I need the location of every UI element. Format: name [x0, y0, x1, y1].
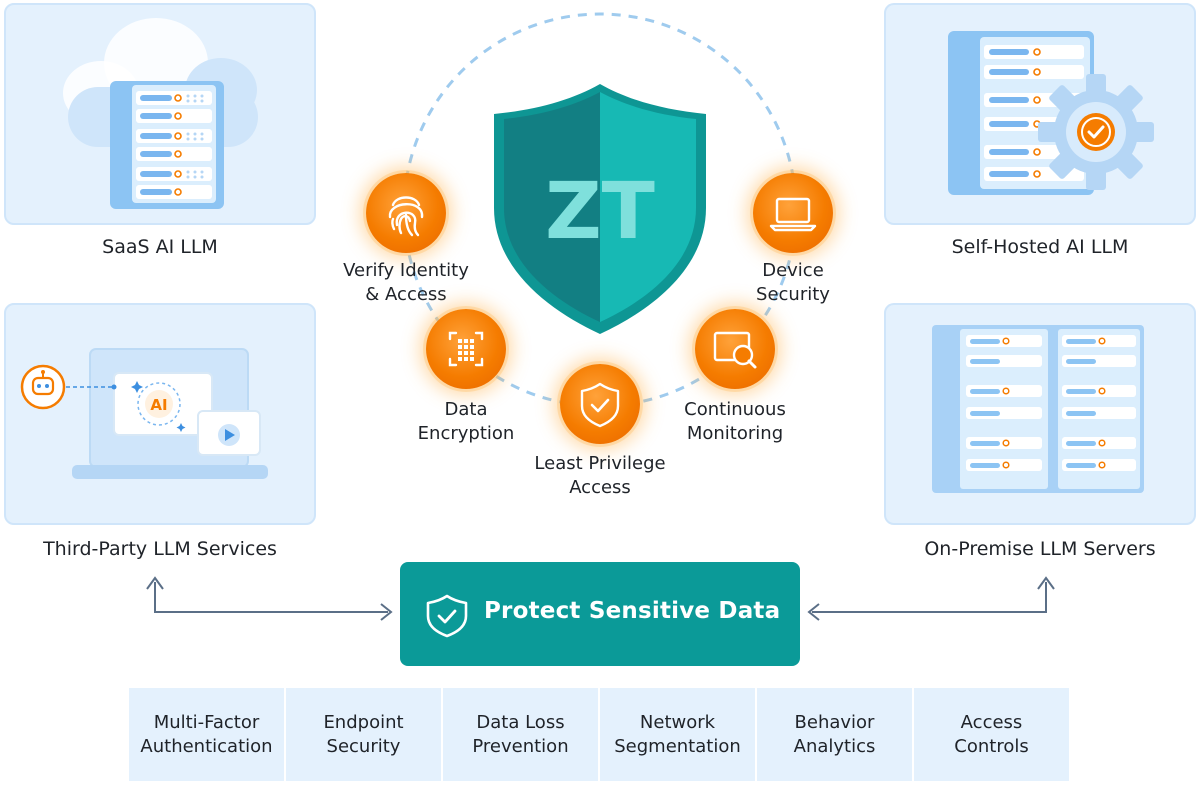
control-label-1: Access: [960, 711, 1023, 733]
left-connector-arrow: [154, 582, 388, 613]
shield-check-icon: [580, 382, 620, 428]
encryption-line-1: Data: [444, 399, 488, 420]
verify-identity-orb: [366, 173, 446, 253]
server-gear-illustration: [948, 31, 1154, 195]
control-label-2: Security: [326, 735, 401, 757]
least-privilege-label: Least Privilege Access: [500, 452, 700, 500]
data-encryption-label: Data Encryption: [366, 398, 566, 446]
protect-sensitive-data-label: Protect Sensitive Data: [484, 598, 781, 624]
control-label-2: Analytics: [793, 735, 876, 757]
privilege-line-2: Access: [569, 477, 631, 498]
control-label-1: Multi-Factor: [153, 711, 260, 733]
control-label-2: Authentication: [140, 735, 273, 757]
shield-text: ZT: [545, 167, 655, 257]
laptop-ai-illustration: AI: [20, 348, 268, 479]
protect-sensitive-data-box: Protect Sensitive Data: [400, 562, 800, 666]
monitoring-line-1: Continuous: [684, 399, 786, 420]
control-label-1: Network: [639, 711, 716, 733]
monitor-search-icon: [713, 331, 757, 369]
least-privilege-orb: [560, 364, 640, 444]
control-label-2: Controls: [954, 735, 1029, 757]
device-security-label: Device Security: [693, 259, 893, 307]
shield-check-icon: [426, 594, 468, 638]
data-encryption-orb: [426, 309, 506, 389]
third-party-card: AI: [4, 303, 316, 525]
laptop-icon: [769, 197, 817, 232]
saas-card: [4, 3, 316, 225]
monitoring-line-2: Monitoring: [686, 423, 784, 444]
verify-line-2: & Access: [365, 284, 447, 305]
control-label-1: Behavior: [794, 711, 875, 733]
continuous-monitoring-label: Continuous Monitoring: [635, 398, 835, 446]
control-label-1: Data Loss: [476, 711, 565, 733]
verify-line-1: Verify Identity: [343, 260, 469, 281]
encryption-line-2: Encryption: [417, 423, 515, 444]
third-party-label: Third-Party LLM Services: [43, 538, 277, 560]
saas-label: SaaS AI LLM: [102, 236, 218, 258]
right-connector-arrow: [812, 582, 1047, 613]
continuous-monitoring-orb: [695, 309, 775, 389]
device-line-1: Device: [762, 260, 824, 281]
zero-trust-shield: ZT: [494, 84, 706, 334]
control-label-1: Endpoint: [323, 711, 404, 733]
control-label-2: Segmentation: [614, 735, 741, 757]
device-security-orb: [753, 173, 833, 253]
verify-identity-label: Verify Identity & Access: [306, 259, 506, 307]
privilege-line-1: Least Privilege: [534, 453, 666, 474]
server-rack-illustration: [932, 325, 1144, 493]
self-hosted-card: [884, 3, 1196, 225]
ai-badge: AI: [150, 396, 167, 414]
device-line-2: Security: [756, 284, 830, 305]
on-premise-card: [884, 303, 1196, 525]
self-hosted-label: Self-Hosted AI LLM: [951, 236, 1129, 258]
cloud-server-illustration: [63, 18, 258, 209]
on-premise-label: On-Premise LLM Servers: [924, 538, 1156, 560]
fingerprint-icon: [388, 196, 424, 237]
keypad-icon: [448, 331, 484, 367]
control-label-2: Prevention: [472, 735, 569, 757]
